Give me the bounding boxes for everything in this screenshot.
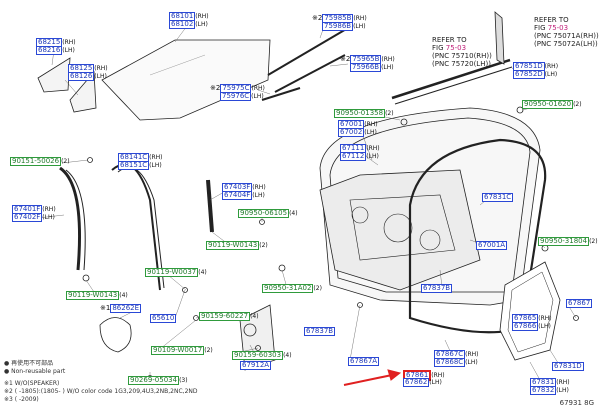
part-label-90269-05034[interactable]: 90269-05034(3) — [128, 376, 188, 385]
legend-note-2: ※2 ( -1805):(1805- ) W/O color code 1G3,… — [4, 388, 198, 395]
clip-5 — [278, 264, 286, 272]
part-label-90119-W0143-4[interactable]: 90119-W0143(4) — [66, 291, 128, 300]
window-run-front — [59, 166, 81, 271]
pillar-garnish — [494, 11, 505, 65]
part-label-67001A[interactable]: 67001A — [476, 241, 508, 250]
quarter-glass-large — [69, 70, 97, 113]
part-label-67867[interactable]: 67867 — [566, 299, 593, 308]
service-hole-cover-inner — [507, 271, 554, 353]
refer-note-pillar: REFER TO FIG 75-03 (PNC 75071A(RH)) (PNC… — [534, 16, 599, 48]
part-label-67851D[interactable]: 67851D(RH) 67852D(LH) — [513, 62, 559, 79]
part-label-67403F[interactable]: 67403F(RH) 67404F(LH) — [222, 183, 266, 200]
run-channel-strip — [206, 179, 214, 233]
part-label-67831[interactable]: 67831(RH) 67832(LH) — [530, 378, 570, 395]
figure-code: 67931 8G — [559, 399, 594, 407]
door-weatherstrip — [408, 138, 547, 334]
panel-detail-1 — [349, 194, 456, 261]
part-label-68215[interactable]: 68215(RH) 68216(LH) — [36, 38, 76, 55]
clip-12 — [357, 302, 363, 308]
speaker-grille — [99, 317, 132, 353]
part-label-65610[interactable]: 65610 — [150, 314, 177, 323]
part-label-90119-W0143-2[interactable]: 90119-W0143(2) — [206, 241, 268, 250]
regulator-motor — [243, 323, 257, 337]
legend-note-3: ※3 ( -2009) — [4, 396, 39, 403]
clip-1 — [400, 118, 408, 126]
refer-fig-link-1[interactable]: 75-03 — [445, 44, 467, 52]
part-label-67867A[interactable]: 67867A — [348, 357, 380, 366]
part-label-90159-60303[interactable]: 90159-60303(4) — [232, 351, 292, 360]
panel-hole-2 — [419, 229, 441, 251]
clip-8 — [193, 315, 199, 321]
clip-10 — [255, 345, 261, 351]
refer-fig-link-2[interactable]: 75-03 — [547, 24, 569, 32]
part-label-67001[interactable]: 67001(RH) 67002(LH) — [338, 120, 378, 137]
highlight-arrow-line — [343, 374, 393, 386]
part-label-90109-W0017[interactable]: 90109-W0017(2) — [151, 346, 213, 355]
molding-upper-1 — [267, 27, 349, 76]
part-label-67837B-upper[interactable]: 67837B — [421, 284, 453, 293]
belt-weatherstrip — [391, 58, 511, 100]
part-label-90119-W0037[interactable]: 90119-W0037(4) — [145, 268, 207, 277]
part-label-67837B-lower[interactable]: 67837B — [304, 327, 336, 336]
clip-6 — [82, 274, 90, 282]
refer-note-belt-molding: REFER TO FIG 75-03 (PNC 75710(RH)) (PNC … — [432, 36, 492, 68]
part-label-67867C[interactable]: 67867C(RH) 67868C(LH) — [434, 350, 479, 367]
part-label-67831D[interactable]: 67831D — [552, 362, 584, 371]
part-label-67865[interactable]: 67865(RH) 67866(LH) — [512, 314, 552, 331]
molding-upper-2 — [274, 54, 346, 93]
clip-14 — [573, 315, 579, 321]
door-glass — [101, 39, 271, 121]
glass-sheen — [149, 54, 206, 76]
belt-weatherstrip-outer — [394, 66, 513, 105]
highlight-arrow-head — [387, 369, 402, 381]
clip-3 — [87, 157, 93, 163]
part-label-67831C[interactable]: 67831C — [482, 193, 514, 202]
panel-hole-3 — [351, 206, 369, 224]
part-label-68141C[interactable]: 68141C(RH) 68151C(LH) — [118, 153, 163, 170]
window-run-front-inner — [65, 169, 86, 271]
part-label-90950-31A02[interactable]: 90950-31A02(2) — [262, 284, 322, 293]
part-label-90159-60227[interactable]: 90159-60227(4) — [199, 312, 259, 321]
part-label-90950-06105[interactable]: 90950-06105(4) — [238, 209, 298, 218]
part-label-67111[interactable]: 67111(RH) 67112(LH) — [340, 144, 380, 161]
part-label-67912A[interactable]: 67912A — [240, 361, 272, 370]
clip-2 — [516, 106, 524, 114]
legend-non-reusable-en: ● Non-reusable part — [4, 368, 66, 375]
molding-upper-3 — [261, 87, 301, 101]
clip-9 — [182, 287, 188, 293]
part-label-68101[interactable]: 68101(RH) 68102(LH) — [169, 12, 209, 29]
part-label-67401F[interactable]: 67401F(RH) 67402F(LH) — [12, 205, 56, 222]
part-label-67861-highlighted[interactable]: 67861(RH) 67862(LH) — [403, 370, 445, 387]
part-label-90950-01620[interactable]: 90950-01620(2) — [522, 100, 582, 109]
legend-non-reusable-jp: ● 再使用不可部品 — [4, 360, 54, 367]
quarter-glass-small — [37, 57, 71, 93]
panel-hole-1 — [383, 213, 413, 243]
part-label-68125[interactable]: 68125(RH) 68126(LH) — [68, 64, 108, 81]
legend-note-1: ※1 W/O(SPEAKER) — [4, 380, 60, 387]
part-label-90151-50026[interactable]: 90151-50026(2) — [10, 157, 70, 166]
part-label-90950-31804[interactable]: 90950-31804(2) — [538, 237, 598, 246]
part-label-90950-01358[interactable]: 90950-01358(2) — [334, 109, 394, 118]
